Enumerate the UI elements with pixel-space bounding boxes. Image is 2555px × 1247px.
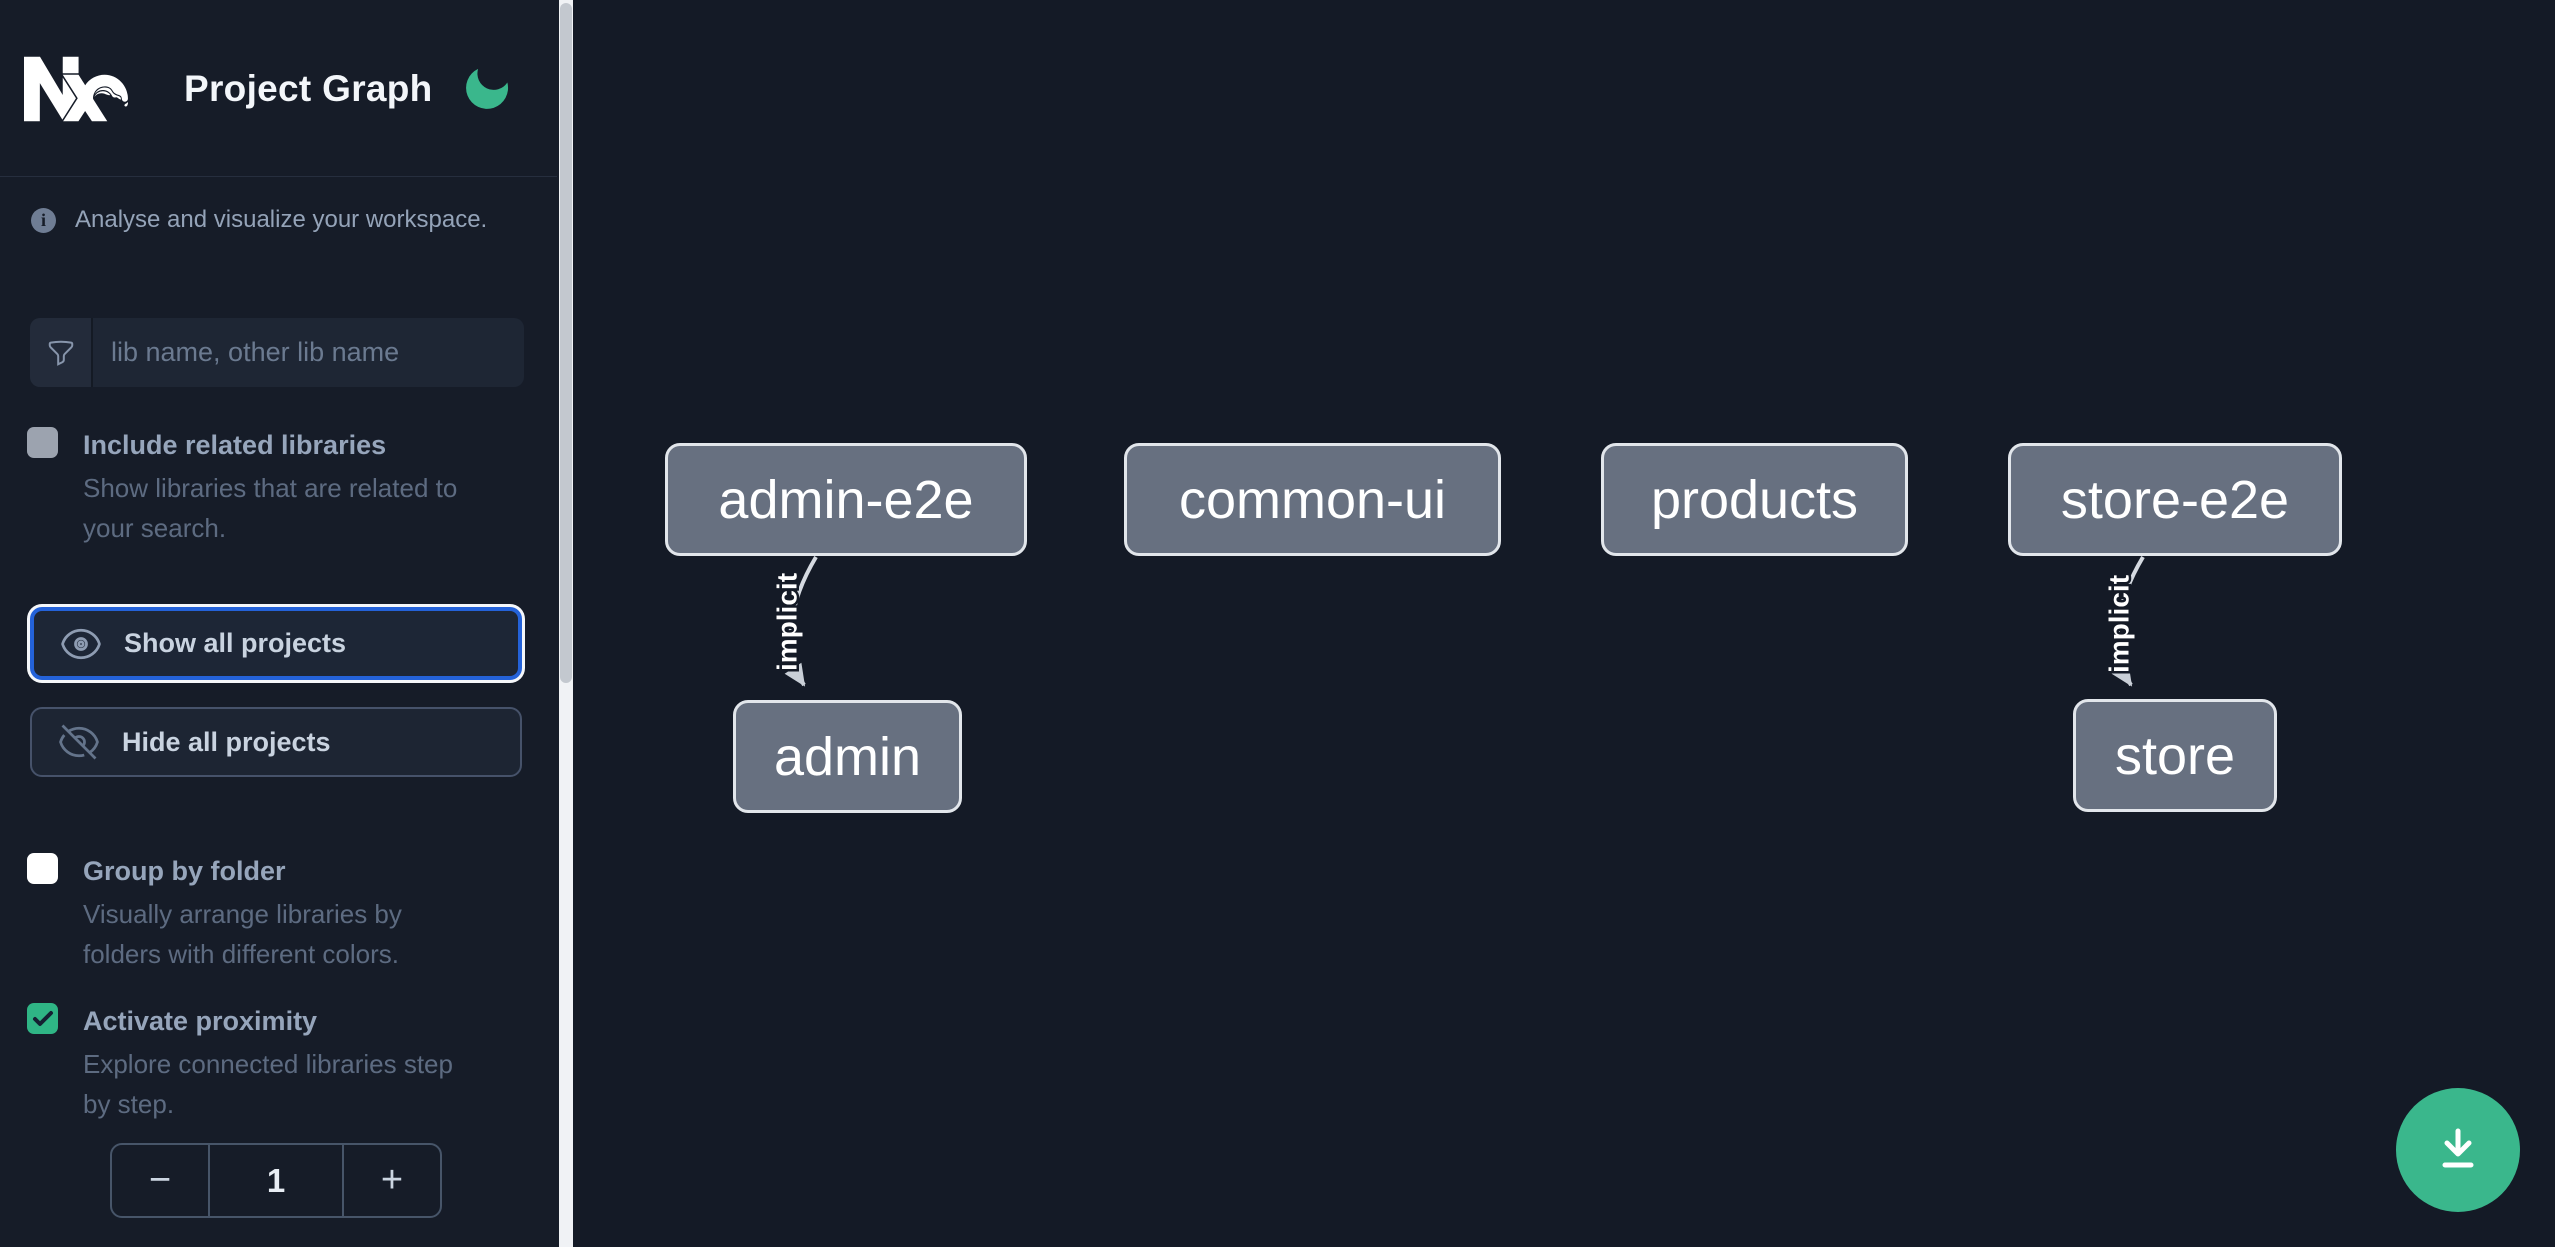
sidebar-scrollbar-thumb[interactable] xyxy=(560,3,572,683)
node-store-e2e[interactable]: store-e2e xyxy=(2008,443,2342,556)
group-by-folder-label: Group by folder xyxy=(83,856,286,886)
edge-label-implicit: implicit xyxy=(771,573,802,671)
sidebar-header: Project Graph xyxy=(0,0,557,177)
nx-logo-icon xyxy=(24,56,128,122)
eye-icon xyxy=(61,628,101,659)
toggle-group-by-folder[interactable]: Group by folder Visually arrange librari… xyxy=(27,853,527,974)
check-icon xyxy=(32,1010,53,1026)
activate-proximity-label: Activate proximity xyxy=(83,1006,318,1036)
hide-all-projects-button[interactable]: Hide all projects xyxy=(30,707,522,777)
page-title: Project Graph xyxy=(184,68,433,109)
node-admin-e2e[interactable]: admin-e2e xyxy=(665,443,1027,556)
group-by-folder-description: Visually arrange libraries by folders wi… xyxy=(83,899,402,969)
activate-proximity-description: Explore connected libraries step by step… xyxy=(83,1049,453,1119)
show-all-projects-label: Show all projects xyxy=(124,628,347,658)
proximity-depth-value: 1 xyxy=(208,1145,344,1216)
toggle-activate-proximity[interactable]: Activate proximity Explore connected lib… xyxy=(27,1003,527,1124)
decrement-button[interactable]: − xyxy=(148,1159,172,1201)
hide-all-projects-label: Hide all projects xyxy=(122,726,331,757)
edge-store-e2e-store xyxy=(2111,555,2145,687)
proximity-depth-stepper: − 1 + xyxy=(110,1143,442,1218)
graph-edges: implicit implicit xyxy=(769,555,2145,687)
node-products[interactable]: products xyxy=(1601,443,1908,556)
info-icon: i xyxy=(31,207,56,233)
node-store[interactable]: store xyxy=(2073,699,2277,812)
toggle-include-related[interactable]: Include related libraries Show libraries… xyxy=(27,427,527,548)
sidebar: Project Graph i Analyse and visualize yo… xyxy=(0,0,559,1247)
activate-proximity-checkbox[interactable] xyxy=(27,1003,58,1034)
edge-label-implicit: implicit xyxy=(2103,575,2134,673)
download-icon xyxy=(2442,1128,2474,1168)
include-related-description: Show libraries that are related to your … xyxy=(83,473,458,543)
moon-icon[interactable] xyxy=(459,60,515,116)
graph-canvas[interactable]: implicit implicit admin-e2e common-ui pr… xyxy=(573,0,2555,1247)
funnel-icon xyxy=(30,318,93,387)
eye-slash-icon xyxy=(59,724,99,760)
group-by-folder-checkbox[interactable] xyxy=(27,853,58,884)
workspace-info: i Analyse and visualize your workspace. xyxy=(31,206,531,234)
include-related-checkbox[interactable] xyxy=(27,427,58,458)
filter-input-group[interactable] xyxy=(30,318,524,387)
filter-input[interactable] xyxy=(93,318,524,387)
include-related-label: Include related libraries xyxy=(83,430,387,460)
show-all-projects-button[interactable]: Show all projects xyxy=(30,607,522,680)
info-text: Analyse and visualize your workspace. xyxy=(75,206,488,233)
download-graph-button[interactable] xyxy=(2396,1088,2520,1212)
node-admin[interactable]: admin xyxy=(733,700,962,813)
node-common-ui[interactable]: common-ui xyxy=(1124,443,1501,556)
edge-admin-e2e-admin xyxy=(784,555,818,687)
sidebar-scrollbar[interactable] xyxy=(559,0,573,1247)
increment-button[interactable]: + xyxy=(380,1159,404,1201)
